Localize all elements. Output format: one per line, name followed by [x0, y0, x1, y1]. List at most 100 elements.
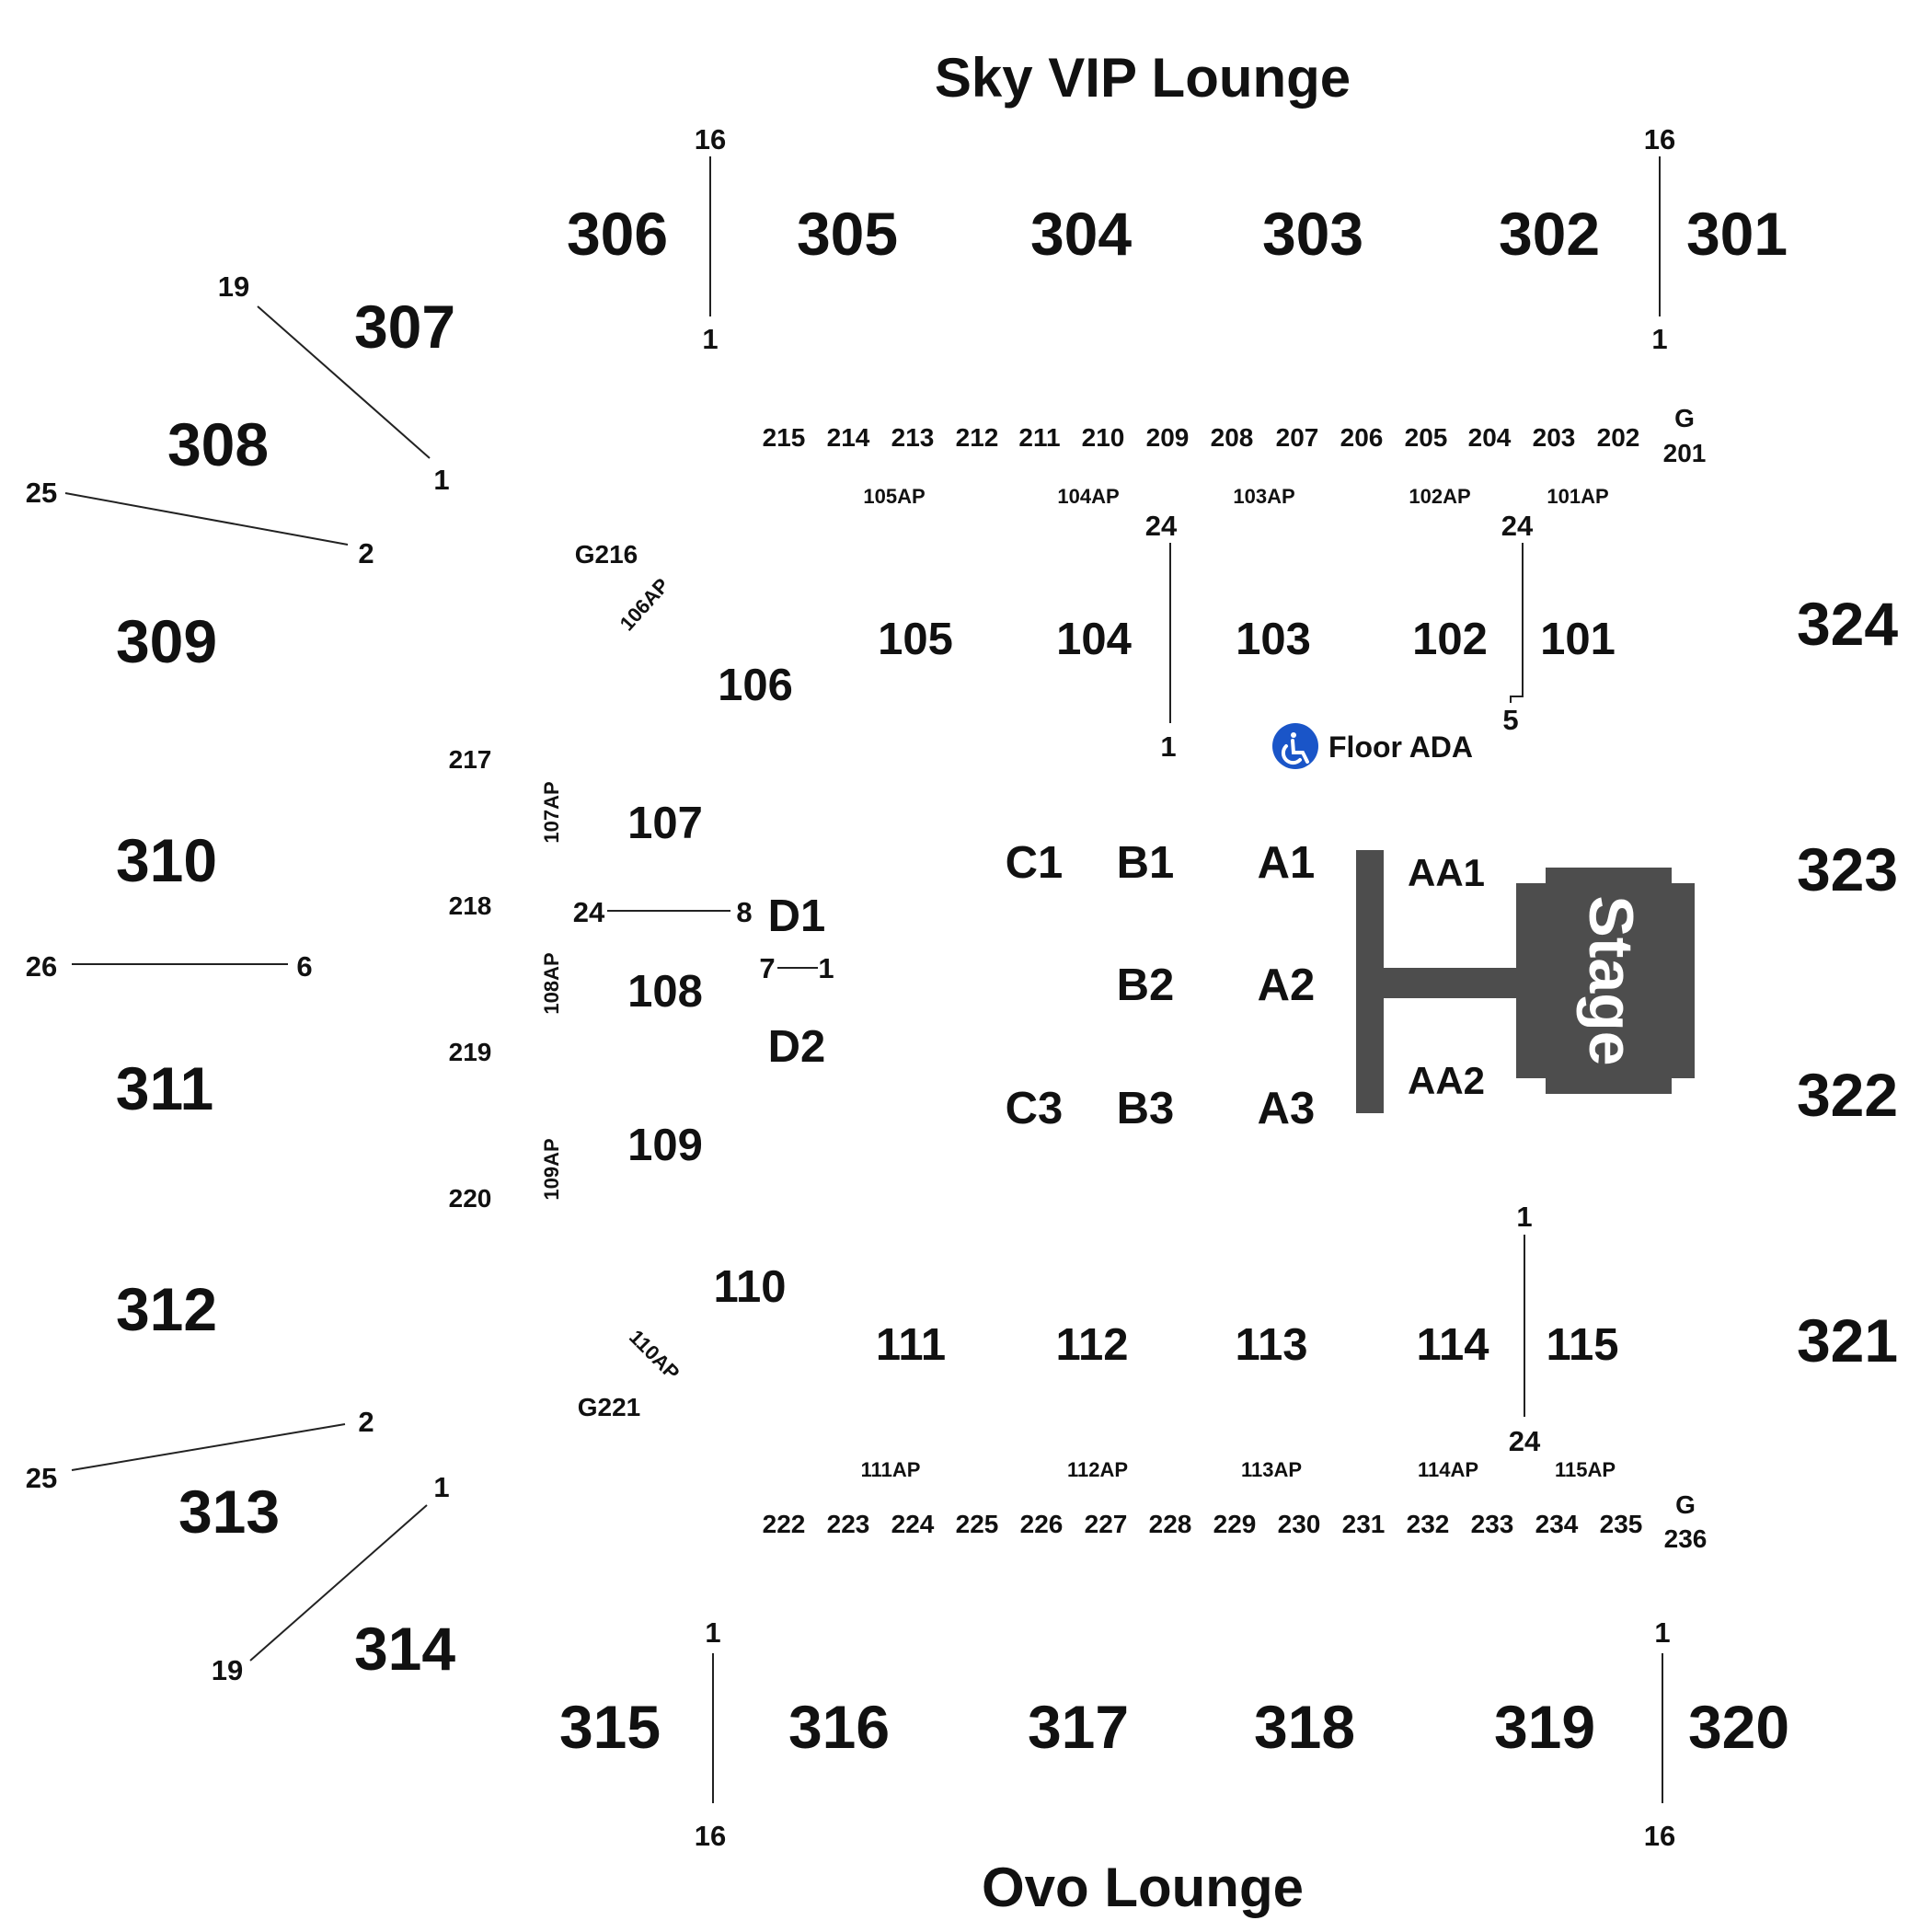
section-205[interactable]: 205 — [1405, 423, 1448, 452]
section-108[interactable]: 108 — [627, 967, 703, 1017]
section-226[interactable]: 226 — [1020, 1510, 1064, 1538]
floor-aa2[interactable]: AA2 — [1408, 1059, 1485, 1102]
floor-aa1[interactable]: AA1 — [1408, 851, 1485, 894]
section-225[interactable]: 225 — [956, 1510, 999, 1538]
floor-c1[interactable]: C1 — [1006, 838, 1064, 888]
section-213[interactable]: 213 — [891, 423, 935, 452]
section-215[interactable]: 215 — [763, 423, 806, 452]
section-106ap[interactable]: 106AP — [615, 574, 674, 636]
section-208[interactable]: 208 — [1211, 423, 1254, 452]
section-110ap[interactable]: 110AP — [625, 1326, 684, 1385]
section-219[interactable]: 219 — [449, 1038, 492, 1066]
section-235[interactable]: 235 — [1600, 1510, 1643, 1538]
section-212[interactable]: 212 — [956, 423, 999, 452]
floor-ada[interactable]: Floor ADA — [1272, 723, 1473, 769]
section-108ap[interactable]: 108AP — [540, 952, 563, 1014]
section-231[interactable]: 231 — [1342, 1510, 1386, 1538]
section-211[interactable]: 211 — [1018, 423, 1060, 452]
section-315[interactable]: 315 — [559, 1693, 661, 1761]
section-307[interactable]: 307 — [354, 293, 455, 361]
section-206[interactable]: 206 — [1340, 423, 1384, 452]
section-210[interactable]: 210 — [1082, 423, 1125, 452]
section-209[interactable]: 209 — [1146, 423, 1190, 452]
section-320[interactable]: 320 — [1688, 1693, 1789, 1761]
section-222[interactable]: 222 — [763, 1510, 806, 1538]
section-305[interactable]: 305 — [797, 200, 898, 268]
floor-b2[interactable]: B2 — [1117, 960, 1175, 1010]
section-113ap[interactable]: 113AP — [1241, 1458, 1302, 1481]
section-107ap[interactable]: 107AP — [540, 781, 563, 843]
section-104ap[interactable]: 104AP — [1057, 485, 1119, 508]
section-203[interactable]: 203 — [1533, 423, 1576, 452]
section-201-gate[interactable]: G — [1674, 404, 1695, 432]
section-214[interactable]: 214 — [827, 423, 870, 452]
stage-area[interactable]: Stage — [1356, 850, 1695, 1113]
section-318[interactable]: 318 — [1254, 1693, 1355, 1761]
section-302[interactable]: 302 — [1499, 200, 1600, 268]
section-313[interactable]: 313 — [178, 1478, 280, 1546]
floor-d2[interactable]: D2 — [768, 1022, 826, 1072]
section-230[interactable]: 230 — [1278, 1510, 1321, 1538]
section-110[interactable]: 110 — [713, 1262, 786, 1312]
section-105[interactable]: 105 — [878, 615, 953, 664]
section-324[interactable]: 324 — [1797, 590, 1898, 658]
floor-a1[interactable]: A1 — [1258, 838, 1316, 888]
section-113[interactable]: 113 — [1235, 1320, 1307, 1370]
section-201[interactable]: 201 — [1663, 439, 1707, 467]
section-310[interactable]: 310 — [116, 826, 217, 894]
section-101ap[interactable]: 101AP — [1547, 485, 1608, 508]
section-109ap[interactable]: 109AP — [540, 1138, 563, 1200]
floor-d1[interactable]: D1 — [768, 891, 826, 941]
section-g216[interactable]: G216 — [575, 540, 638, 569]
section-204[interactable]: 204 — [1468, 423, 1512, 452]
section-109[interactable]: 109 — [627, 1121, 703, 1170]
section-314[interactable]: 314 — [354, 1615, 455, 1683]
section-202[interactable]: 202 — [1597, 423, 1640, 452]
lounge-south[interactable]: Ovo Lounge — [982, 1857, 1304, 1918]
floor-b3[interactable]: B3 — [1117, 1084, 1175, 1133]
section-111[interactable]: 111 — [876, 1320, 946, 1370]
section-103[interactable]: 103 — [1236, 615, 1311, 664]
section-112[interactable]: 112 — [1055, 1320, 1128, 1370]
section-301[interactable]: 301 — [1686, 200, 1788, 268]
floor-c3[interactable]: C3 — [1006, 1084, 1064, 1133]
stage-block[interactable] — [1516, 868, 1695, 1094]
section-223[interactable]: 223 — [827, 1510, 870, 1538]
section-323[interactable]: 323 — [1797, 835, 1898, 903]
section-101[interactable]: 101 — [1540, 615, 1616, 664]
section-317[interactable]: 317 — [1028, 1693, 1129, 1761]
section-311[interactable]: 311 — [116, 1054, 213, 1122]
section-228[interactable]: 228 — [1149, 1510, 1192, 1538]
section-227[interactable]: 227 — [1085, 1510, 1128, 1538]
section-105ap[interactable]: 105AP — [863, 485, 925, 508]
section-115ap[interactable]: 115AP — [1555, 1458, 1616, 1481]
section-106[interactable]: 106 — [718, 661, 793, 710]
section-111ap[interactable]: 111AP — [861, 1458, 921, 1481]
section-107[interactable]: 107 — [627, 799, 703, 848]
section-104[interactable]: 104 — [1056, 615, 1132, 664]
section-207[interactable]: 207 — [1276, 423, 1319, 452]
section-319[interactable]: 319 — [1494, 1693, 1595, 1761]
section-306[interactable]: 306 — [567, 200, 668, 268]
section-308[interactable]: 308 — [167, 410, 269, 478]
section-102[interactable]: 102 — [1412, 615, 1488, 664]
section-218[interactable]: 218 — [449, 891, 492, 920]
floor-a2[interactable]: A2 — [1258, 960, 1316, 1010]
section-236-gate[interactable]: G — [1675, 1490, 1696, 1519]
section-236[interactable]: 236 — [1664, 1524, 1708, 1553]
lounge-north[interactable]: Sky VIP Lounge — [935, 47, 1351, 109]
section-233[interactable]: 233 — [1471, 1510, 1514, 1538]
section-234[interactable]: 234 — [1535, 1510, 1579, 1538]
section-322[interactable]: 322 — [1797, 1061, 1898, 1129]
floor-a3[interactable]: A3 — [1258, 1084, 1316, 1133]
section-229[interactable]: 229 — [1213, 1510, 1257, 1538]
section-309[interactable]: 309 — [116, 607, 217, 675]
section-316[interactable]: 316 — [788, 1693, 890, 1761]
section-232[interactable]: 232 — [1407, 1510, 1450, 1538]
section-217[interactable]: 217 — [449, 745, 492, 774]
section-g221[interactable]: G221 — [578, 1393, 641, 1421]
section-114[interactable]: 114 — [1416, 1320, 1489, 1370]
floor-b1[interactable]: B1 — [1117, 838, 1175, 888]
section-224[interactable]: 224 — [891, 1510, 935, 1538]
section-304[interactable]: 304 — [1030, 200, 1132, 268]
